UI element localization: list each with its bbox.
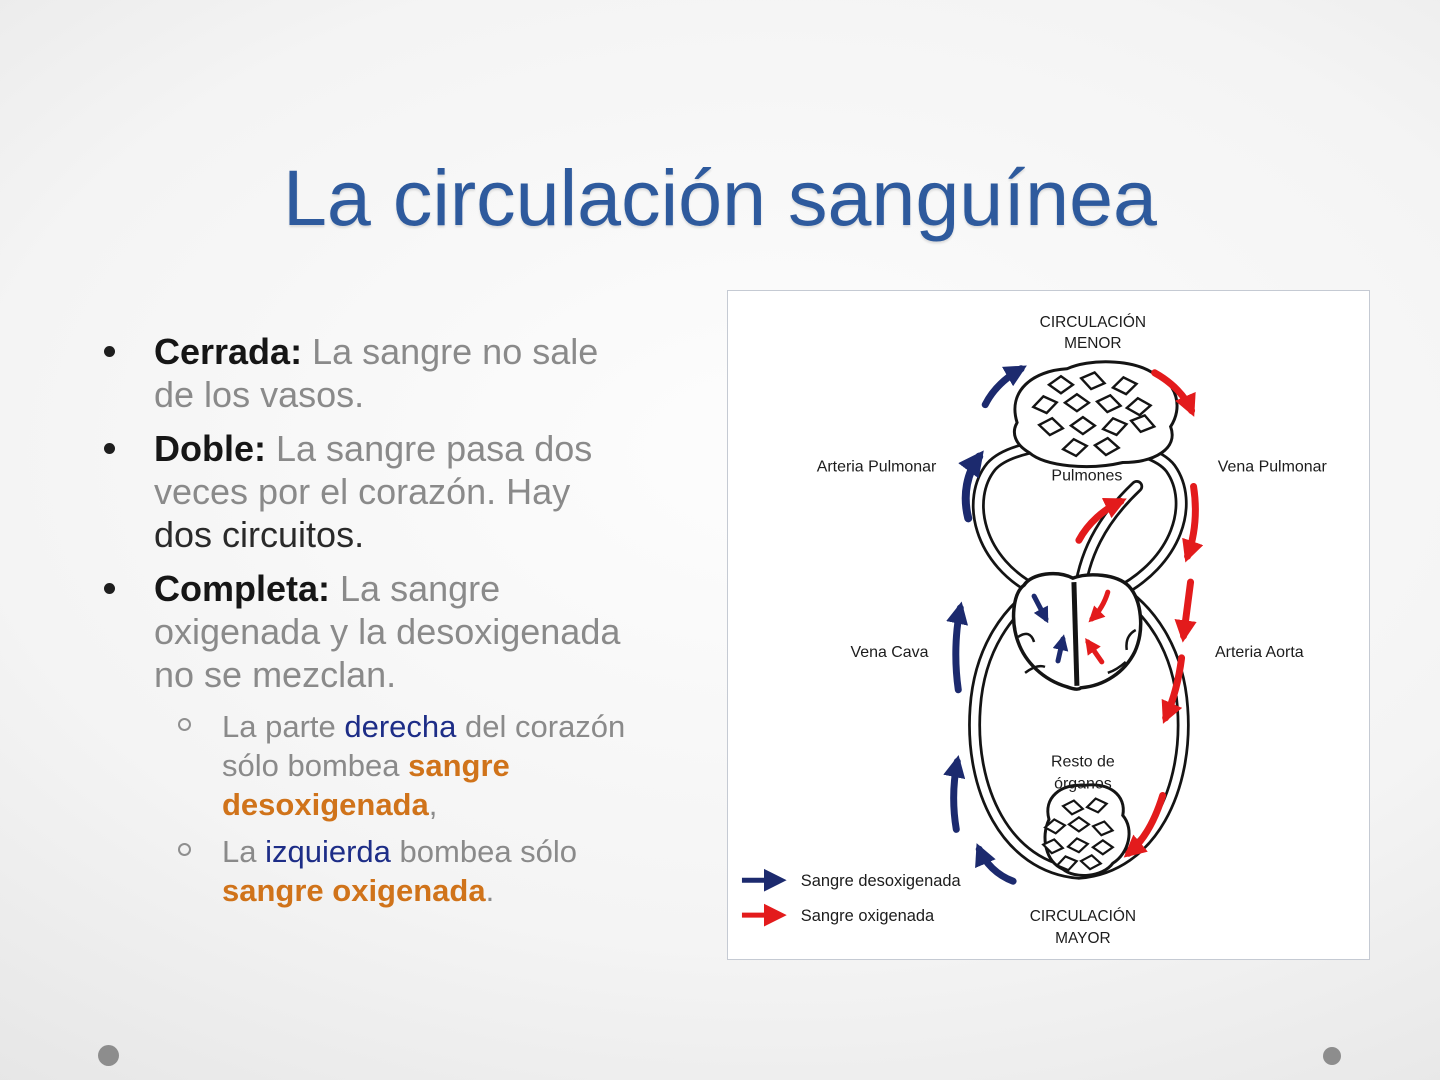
circulation-diagram-svg: CIRCULACIÓN MENOR Arteria Pulmonar Pulmo… bbox=[741, 314, 1328, 947]
bullet-term: Doble: bbox=[154, 428, 266, 469]
bullet-line: veces por el corazón. Hay bbox=[154, 471, 571, 512]
bullet-term: Completa: bbox=[154, 568, 331, 609]
label-arteria-pulmonar: Arteria Pulmonar bbox=[817, 458, 937, 475]
bullet-line: La parte derecha del corazón bbox=[222, 709, 626, 744]
label-circulacion-menor-line2: MENOR bbox=[1064, 335, 1121, 352]
lungs-shape bbox=[1012, 360, 1179, 469]
heart-valve bbox=[1125, 628, 1137, 651]
bullet-line: dos circuitos. bbox=[154, 514, 365, 555]
heart-shape bbox=[1011, 571, 1143, 691]
bullet-dot-marker bbox=[104, 443, 115, 454]
label-vena-cava: Vena Cava bbox=[851, 644, 929, 661]
label-circulacion-mayor-line2: MAYOR bbox=[1055, 930, 1110, 947]
slide-title: La circulación sanguínea bbox=[283, 153, 1157, 242]
label-arteria-aorta: Arteria Aorta bbox=[1215, 644, 1304, 661]
oxygenated-flow-arrows bbox=[1075, 369, 1204, 858]
bullet-line: oxigenada y la desoxigenada bbox=[154, 611, 621, 652]
sub-bullet-izquierda: La izquierda bombea sólo sangre oxigenad… bbox=[176, 832, 720, 910]
bullet-doble: Doble: La sangre pasa dos veces por el c… bbox=[100, 427, 720, 556]
bullet-list: Cerrada: La sangre no sale de los vasos.… bbox=[100, 330, 720, 918]
sub-bullet-derecha: La parte derecha del corazón sólo bombea… bbox=[176, 707, 720, 824]
legend: Sangre desoxigenada Sangre oxigenada bbox=[741, 868, 962, 927]
heart-valve bbox=[1017, 632, 1036, 643]
bullet-dot-marker bbox=[104, 346, 115, 357]
bullet-line: de los vasos. bbox=[154, 374, 365, 415]
bullet-dot-marker bbox=[104, 583, 115, 594]
bullet-line: no se mezclan. bbox=[154, 654, 397, 695]
label-resto-de-organos-line2: órganos bbox=[1054, 775, 1112, 792]
legend-desoxigenada-label: Sangre desoxigenada bbox=[801, 872, 962, 890]
decorative-dot-left bbox=[98, 1045, 119, 1066]
label-circulacion-menor-line1: CIRCULACIÓN bbox=[1040, 314, 1146, 331]
bullet-line: desoxigenada, bbox=[222, 787, 438, 822]
bullet-line: Doble: La sangre pasa dos bbox=[154, 428, 593, 469]
bullet-term: Cerrada: bbox=[154, 331, 303, 372]
sub-bullet-ring-marker bbox=[178, 718, 191, 731]
label-circulacion-mayor-line1: CIRCULACIÓN bbox=[1030, 908, 1136, 925]
decorative-dot-right bbox=[1323, 1047, 1341, 1065]
bullet-completa: Completa: La sangre oxigenada y la desox… bbox=[100, 567, 720, 696]
circulation-diagram: CIRCULACIÓN MENOR Arteria Pulmonar Pulmo… bbox=[727, 290, 1370, 960]
label-vena-pulmonar: Vena Pulmonar bbox=[1218, 458, 1328, 475]
bullet-line: Cerrada: La sangre no sale bbox=[154, 331, 599, 372]
bullet-line: sólo bombea sangre bbox=[222, 748, 510, 783]
deoxygenated-flow-arrows bbox=[943, 365, 1069, 885]
heart-septum bbox=[1071, 582, 1080, 686]
label-resto-de-organos-line1: Resto de bbox=[1051, 754, 1115, 771]
legend-oxigenada-label: Sangre oxigenada bbox=[801, 907, 935, 925]
heart-valve bbox=[1024, 664, 1046, 674]
bullet-cerrada: Cerrada: La sangre no sale de los vasos. bbox=[100, 330, 720, 416]
sub-bullet-ring-marker bbox=[178, 843, 191, 856]
label-pulmones: Pulmones bbox=[1051, 467, 1122, 484]
organs-shape bbox=[1040, 783, 1131, 877]
bullet-line: sangre oxigenada. bbox=[222, 873, 495, 908]
bullet-line: Completa: La sangre bbox=[154, 568, 501, 609]
heart-valve bbox=[1107, 660, 1127, 675]
bullet-line: La izquierda bombea sólo bbox=[222, 834, 578, 869]
